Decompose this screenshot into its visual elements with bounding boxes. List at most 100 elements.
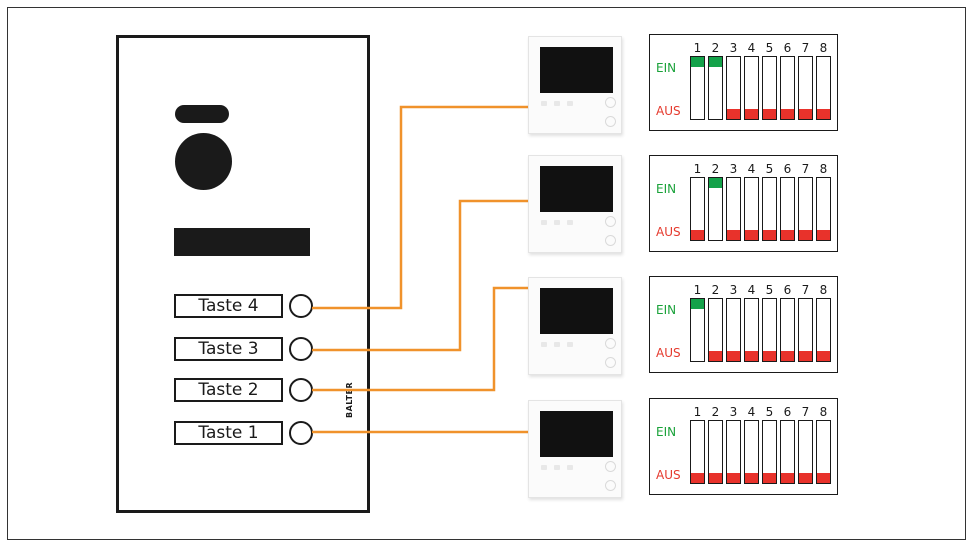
switch-number: 8 [819, 41, 828, 55]
switch-knob-off [745, 351, 758, 361]
switch-number: 2 [711, 162, 720, 176]
ein-label: EIN [656, 61, 677, 75]
dip-switch-8 [816, 56, 831, 120]
dip-switch-2 [708, 420, 723, 484]
dip-switch-4 [744, 177, 759, 241]
dip-switch-7 [798, 298, 813, 362]
dip-switch-8 [816, 420, 831, 484]
aus-label: AUS [656, 104, 681, 118]
ein-label: EIN [656, 425, 677, 439]
switch-number: 5 [765, 41, 774, 55]
aus-label: AUS [656, 468, 681, 482]
switch-number: 6 [783, 41, 792, 55]
dip-switch-6 [780, 298, 795, 362]
switch-number: 6 [783, 405, 792, 419]
dip-switch-2 [708, 56, 723, 120]
dip-switch-7 [798, 420, 813, 484]
ein-label: EIN [656, 303, 677, 317]
switch-knob-off [817, 351, 830, 361]
switch-knob-off [781, 230, 794, 240]
bell-button-taste-2[interactable] [289, 378, 313, 402]
switch-number: 4 [747, 283, 756, 297]
wire-taste-4 [312, 105, 528, 310]
switch-number: 4 [747, 41, 756, 55]
dip-switch-7 [798, 56, 813, 120]
switch-number: 3 [729, 162, 738, 176]
display-bar [174, 228, 310, 256]
switch-knob-off [799, 351, 812, 361]
dip-switch-5 [762, 420, 777, 484]
switch-knob-off [763, 473, 776, 483]
dip-switch-7 [798, 177, 813, 241]
switch-number: 6 [783, 162, 792, 176]
switch-number: 2 [711, 405, 720, 419]
name-label-taste-3: Taste 3 [174, 337, 283, 361]
door-station-panel: Taste 4 Taste 3 Taste 2 Taste 1 BALTER [116, 35, 370, 513]
switch-knob-off [781, 109, 794, 119]
name-label-taste-1: Taste 1 [174, 421, 283, 445]
switch-knob-off [709, 473, 722, 483]
wire-taste-3 [312, 199, 528, 352]
switch-number: 7 [801, 405, 810, 419]
dip-switch-3 [726, 420, 741, 484]
switch-number: 7 [801, 283, 810, 297]
dip-switch-4 [744, 420, 759, 484]
dip-switch-3 [726, 56, 741, 120]
switch-knob-off [763, 351, 776, 361]
switch-number: 1 [693, 162, 702, 176]
switch-number: 3 [729, 405, 738, 419]
name-label-taste-2: Taste 2 [174, 378, 283, 402]
switch-number: 7 [801, 162, 810, 176]
switch-number: 3 [729, 283, 738, 297]
diagram-frame [7, 7, 966, 540]
bell-button-taste-1[interactable] [289, 421, 313, 445]
dip-switch-2 [708, 177, 723, 241]
dip-switch-1 [690, 177, 705, 241]
camera-lens [175, 133, 232, 190]
dip-switch-8 [816, 298, 831, 362]
dip-switch-6 [780, 420, 795, 484]
switch-knob-on [691, 57, 704, 67]
switch-knob-off [817, 473, 830, 483]
dip-switch-5 [762, 56, 777, 120]
switch-number: 5 [765, 405, 774, 419]
dip-switch-1 [690, 420, 705, 484]
switch-knob-off [817, 109, 830, 119]
switch-knob-off [727, 351, 740, 361]
switch-number: 2 [711, 283, 720, 297]
indoor-monitor [528, 400, 622, 498]
switch-knob-on [709, 57, 722, 67]
monitor-screen [540, 288, 613, 334]
switch-knob-off [691, 473, 704, 483]
aus-label: AUS [656, 346, 681, 360]
switch-number: 8 [819, 405, 828, 419]
switch-knob-off [691, 230, 704, 240]
monitor-screen [540, 166, 613, 212]
dip-switch-4 [744, 298, 759, 362]
dip-switch-3 [726, 177, 741, 241]
switch-knob-off [727, 230, 740, 240]
switch-knob-off [709, 351, 722, 361]
switch-knob-off [727, 109, 740, 119]
switch-number: 6 [783, 283, 792, 297]
indoor-monitor [528, 36, 622, 134]
dip-switch-3 [726, 298, 741, 362]
monitor-screen [540, 47, 613, 93]
switch-knob-off [817, 230, 830, 240]
dip-switch-8 [816, 177, 831, 241]
ein-label: EIN [656, 182, 677, 196]
switch-knob-on [691, 299, 704, 309]
switch-number: 1 [693, 41, 702, 55]
dip-switch-6 [780, 177, 795, 241]
switch-number: 1 [693, 283, 702, 297]
indoor-monitor [528, 155, 622, 253]
bell-button-taste-4[interactable] [289, 294, 313, 318]
switch-knob-off [745, 230, 758, 240]
dip-switch-2 [708, 298, 723, 362]
indoor-monitor [528, 277, 622, 375]
switch-number: 7 [801, 41, 810, 55]
